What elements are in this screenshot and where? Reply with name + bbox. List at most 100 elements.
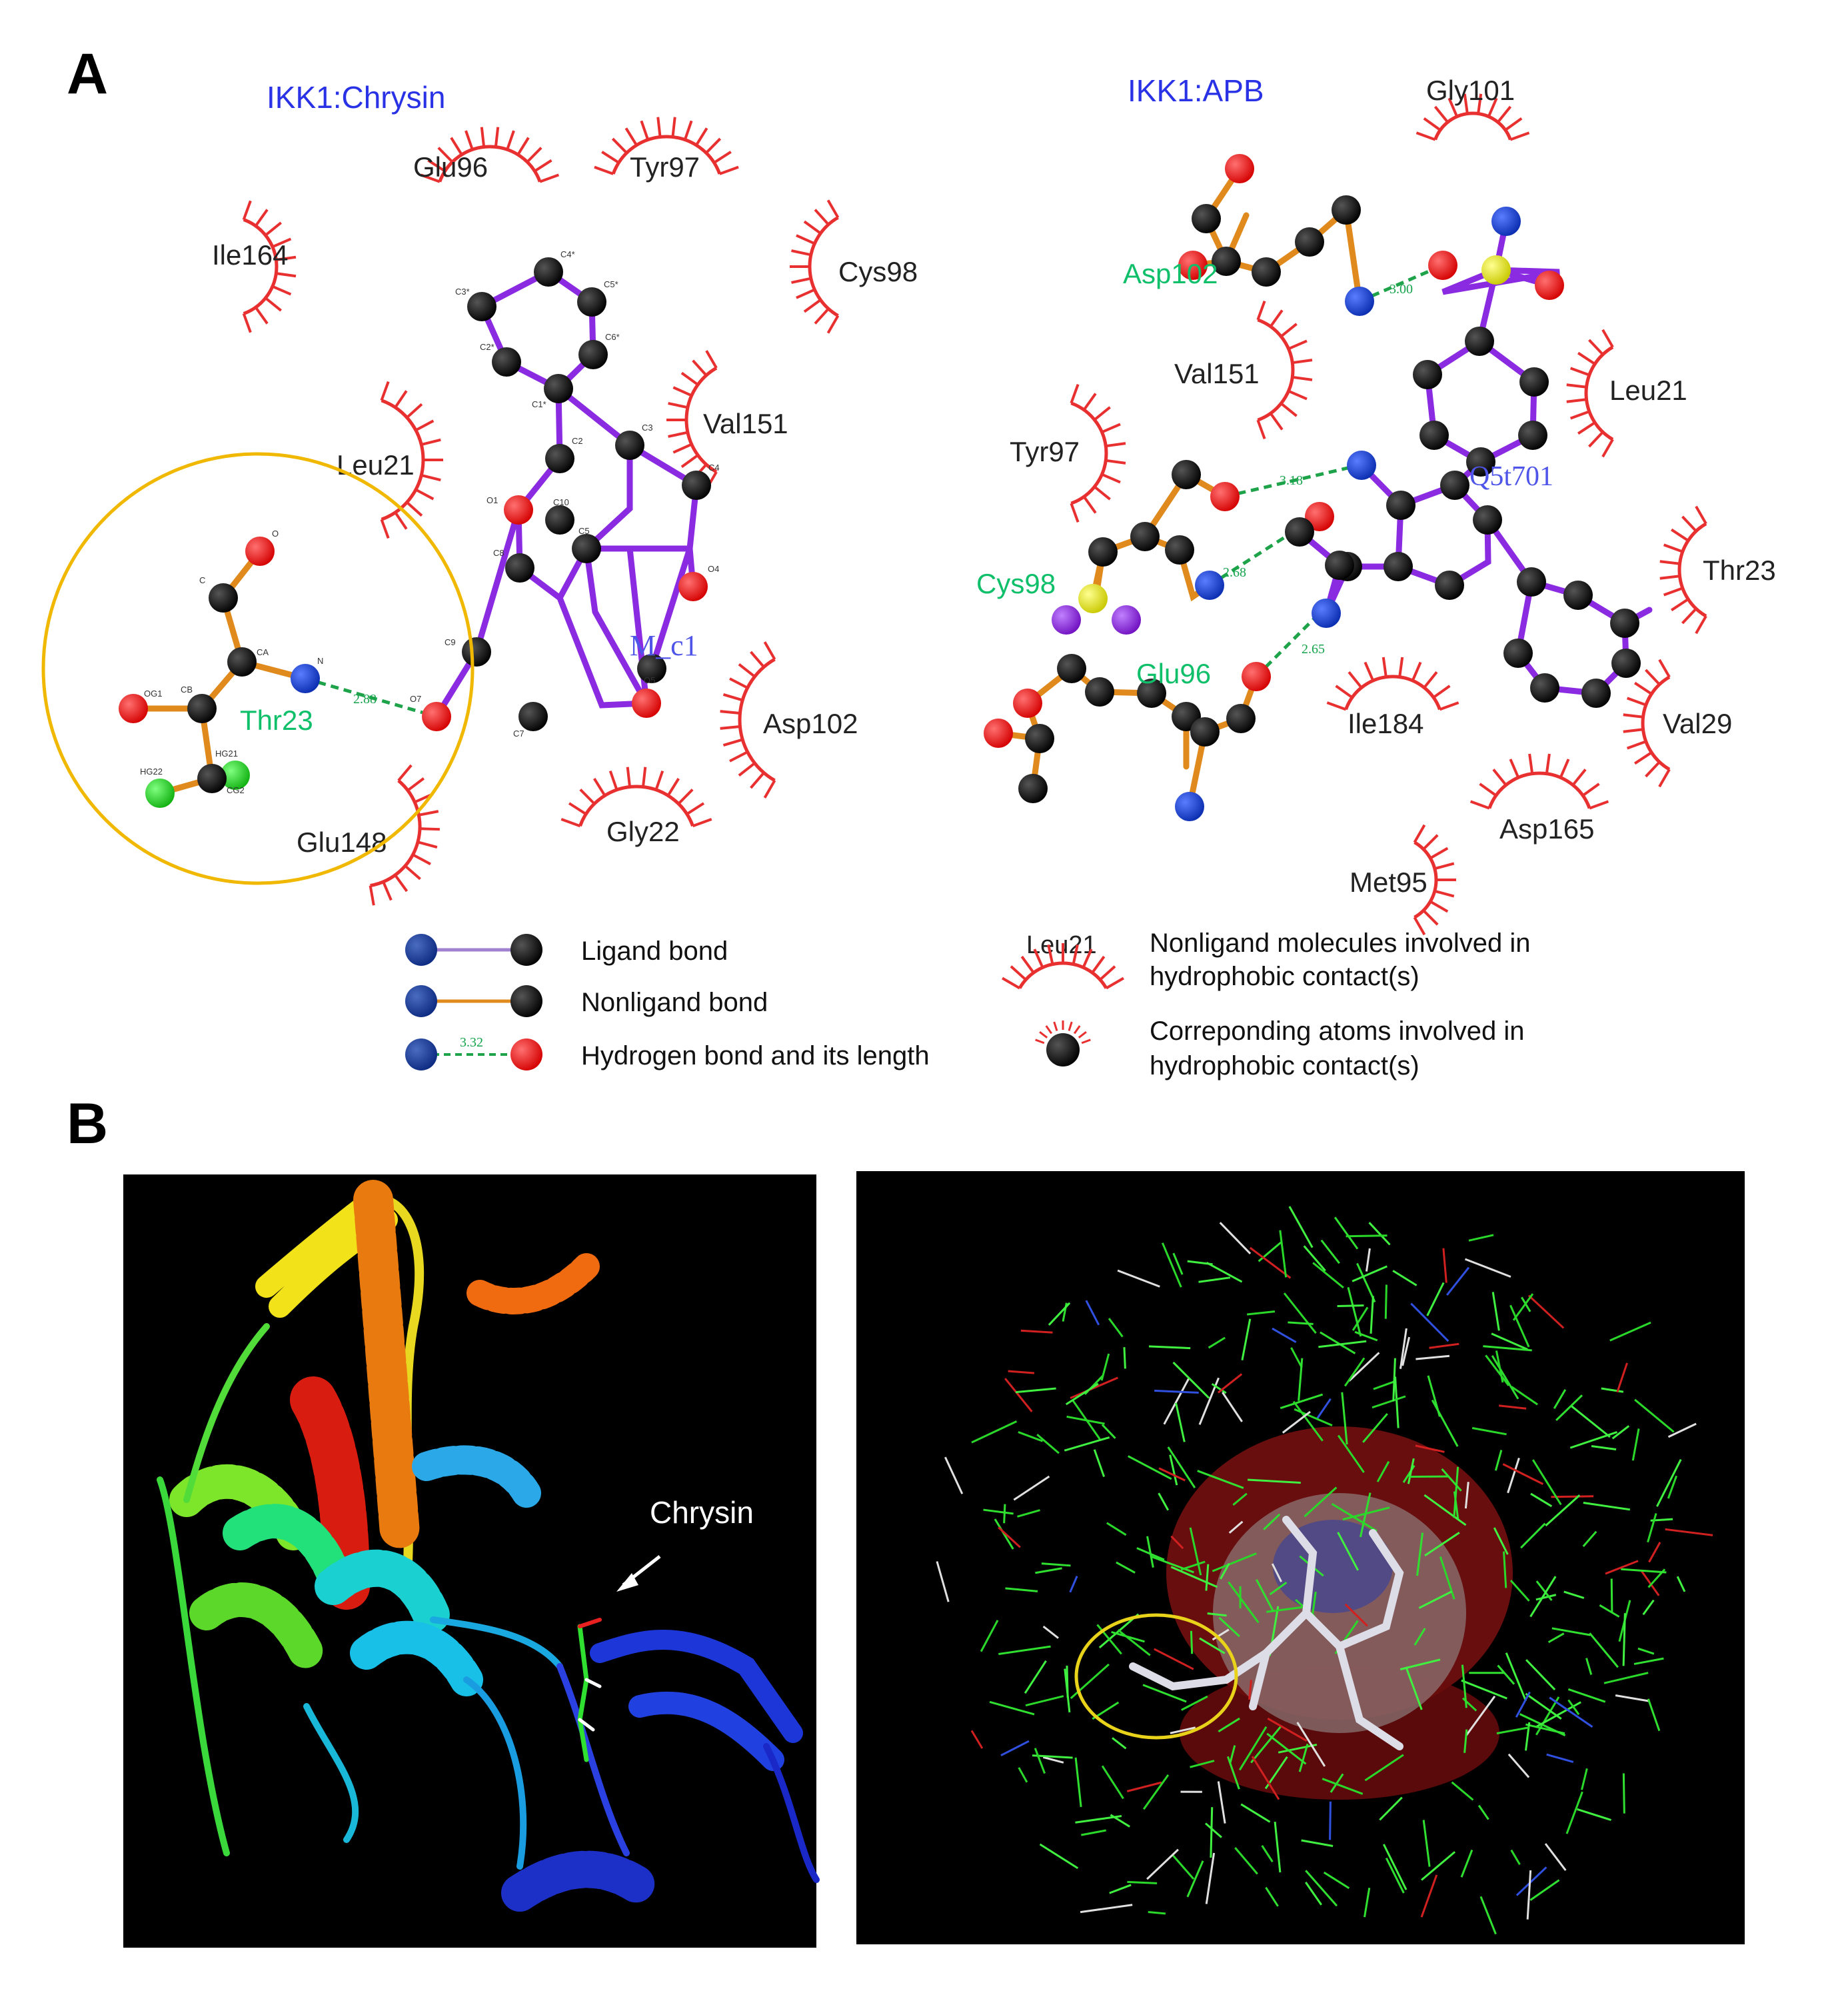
- legend-nonligand-line2: hydrophobic contact(s): [1150, 962, 1419, 991]
- atom-s: [1481, 255, 1511, 285]
- residue-glu96-hbond: Glu96: [1136, 658, 1211, 689]
- atom-o: [1242, 662, 1271, 691]
- atom-label: HG22: [140, 767, 163, 777]
- atom-o: [1225, 154, 1254, 183]
- atom-c: [572, 534, 601, 563]
- legend-nitrogen-atom: [405, 934, 437, 966]
- atom-c: [1518, 421, 1547, 450]
- atom-label: O4: [708, 564, 719, 574]
- ligand-sticks: [1129, 1516, 1404, 1750]
- binding-pocket-render: [856, 1171, 1745, 1944]
- arc-val29: [1623, 659, 1671, 788]
- atom-c: [1611, 649, 1641, 678]
- apb-ligand-name: Q5t701: [1469, 461, 1553, 492]
- atom-c: [1519, 367, 1549, 397]
- residue-ile164: Ile164: [212, 239, 288, 271]
- atom-n: [1345, 287, 1374, 316]
- atom-c: [1435, 571, 1464, 600]
- atom-label: N: [317, 656, 323, 666]
- atom-c: [1226, 704, 1256, 733]
- residue-val151: Val151: [703, 408, 788, 439]
- legend-hydrophobic-arc: [1002, 943, 1124, 990]
- arc-thr23: [1659, 505, 1707, 635]
- atom-n: [291, 664, 320, 693]
- atom-c: [492, 347, 521, 377]
- atom-n: [1491, 207, 1521, 236]
- atom-n: [1175, 792, 1204, 821]
- atom-c: [1018, 774, 1048, 803]
- residue-wireframe: [936, 1206, 1713, 1935]
- legend-nonligand-line1: Nonligand molecules involved in: [1150, 929, 1530, 958]
- atom-c: [1252, 257, 1281, 287]
- atom-label: C3*: [455, 287, 470, 297]
- atom-label: C8: [493, 548, 504, 558]
- atom-o: [119, 694, 148, 723]
- panel-a-letter: A: [67, 42, 108, 106]
- atom-label: C5: [578, 526, 590, 536]
- atom-c: [544, 374, 573, 403]
- atom-label: O: [272, 529, 279, 539]
- residue-leu21: Leu21: [337, 449, 415, 481]
- arc-cys98: [790, 199, 840, 334]
- chrysin-ligand-name: M_c1: [630, 629, 698, 662]
- arc-ile164: [242, 200, 297, 333]
- apb-hydrophobic-arcs: [1070, 93, 1707, 936]
- chrysin-diagram: IKK1:Chrysin Glu96 Tyr97 Ile164 Cys98 Va…: [41, 80, 918, 906]
- legend: Ligand bond Nonligand bond 3.32 Hydrogen…: [405, 929, 1530, 1080]
- atom-o: [632, 689, 661, 718]
- atom-label: C4: [708, 463, 720, 473]
- atom-o: [678, 572, 708, 601]
- residue-gly22: Gly22: [606, 816, 680, 847]
- atom-label: C: [199, 575, 205, 585]
- legend-hbond-length: 3.32: [460, 1035, 483, 1050]
- atom-c: [197, 764, 227, 793]
- atom-c: [1085, 677, 1114, 707]
- apb-hbond-length-3: 2.68: [1223, 565, 1246, 580]
- atom-c: [1530, 673, 1559, 703]
- legend-atom-eyelash: [1035, 1020, 1091, 1044]
- residue-thr23: Thr23: [1703, 555, 1776, 586]
- panel-b-letter: B: [67, 1092, 108, 1156]
- chrysin-hbond: [305, 677, 437, 719]
- residue-ile184: Ile184: [1348, 708, 1423, 739]
- chrysin-hbond-length: 2.88: [353, 692, 377, 707]
- residue-val151: Val151: [1174, 358, 1260, 389]
- arc-ile184: [1326, 657, 1459, 711]
- atom-s: [1078, 584, 1108, 613]
- atom-c: [615, 431, 644, 460]
- atom-c: [1285, 517, 1314, 547]
- atom-c: [209, 583, 238, 613]
- atom-c: [1386, 491, 1415, 520]
- legend-arc-lines: [1002, 943, 1124, 990]
- pocket-highlight-circle: [1074, 1613, 1238, 1740]
- atom-c: [1165, 535, 1194, 565]
- atom-p: [1052, 605, 1081, 635]
- cartoon-background: [123, 1174, 816, 1948]
- protein-cartoon-render: Chrysin: [123, 1174, 820, 1948]
- apb-hbonds: [1208, 263, 1443, 678]
- atom-label: C2*: [480, 342, 494, 352]
- apb-hbond-length-4: 2.65: [1302, 642, 1325, 657]
- atom-c: [467, 292, 496, 321]
- apb-atoms: [984, 154, 1641, 821]
- atom-c: [1190, 717, 1220, 747]
- atom-c: [534, 257, 563, 287]
- atom-c: [637, 654, 666, 683]
- atom-o: [1428, 251, 1457, 280]
- residue-leu21: Leu21: [1609, 375, 1687, 406]
- atom-c: [1473, 505, 1502, 535]
- atom-c: [1332, 195, 1361, 225]
- atom-h: [221, 761, 250, 790]
- residue-asp165: Asp165: [1499, 813, 1594, 845]
- atom-c: [1057, 654, 1086, 683]
- thr23-highlight-circle: [41, 452, 474, 885]
- residue-asp102-hbond: Asp102: [1123, 258, 1218, 289]
- arc-val151: [1256, 300, 1313, 440]
- legend-ligand-bond: Ligand bond: [581, 937, 728, 966]
- legend-hydrophobic-atom: [1046, 1033, 1080, 1066]
- atom-c: [545, 444, 574, 473]
- atom-c: [1413, 360, 1442, 389]
- atom-c: [1503, 639, 1533, 668]
- arc-glu96: [420, 127, 560, 183]
- residue-glu148: Glu148: [297, 827, 387, 858]
